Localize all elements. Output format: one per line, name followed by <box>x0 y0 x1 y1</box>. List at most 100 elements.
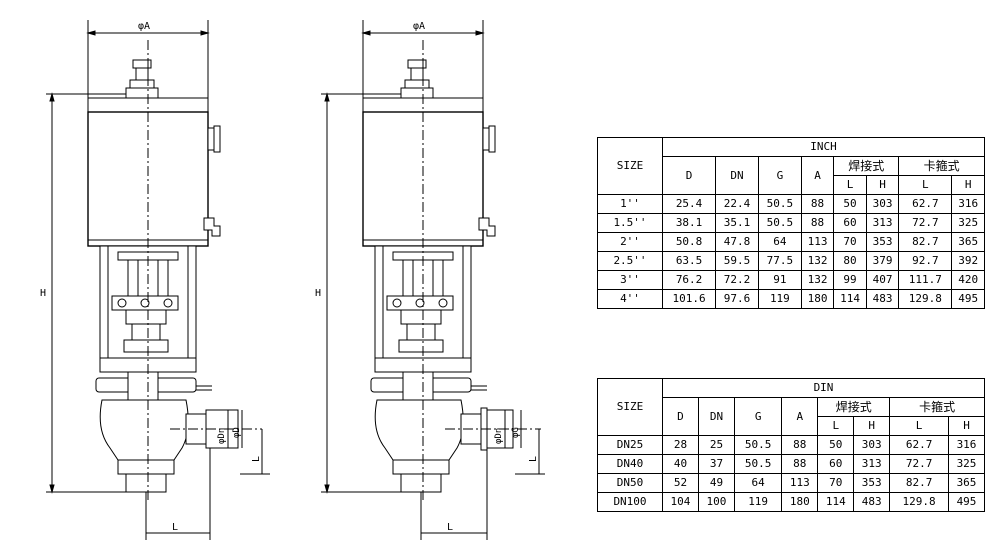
value-cell: 379 <box>865 251 900 271</box>
value-cell: 91 <box>757 270 802 290</box>
value-cell: 25 <box>697 435 735 455</box>
value-cell: 82.7 <box>898 232 953 252</box>
dim-phi-dn: φDn <box>494 428 504 444</box>
value-cell: 59.5 <box>715 251 759 271</box>
dim-l-horizontal: L <box>172 522 178 533</box>
value-cell: 113 <box>800 232 835 252</box>
weld-header: 焊接式 <box>817 397 891 417</box>
value-cell: 495 <box>951 289 985 309</box>
size-cell: 3'' <box>597 270 663 290</box>
value-cell: 62.7 <box>898 194 953 214</box>
value-cell: 49 <box>697 473 735 493</box>
value-cell: 28 <box>662 435 699 455</box>
value-cell: 313 <box>853 454 891 474</box>
value-cell: 62.7 <box>889 435 950 455</box>
value-cell: 52 <box>662 473 699 493</box>
weld-header: 焊接式 <box>833 156 900 176</box>
value-cell: 50.5 <box>757 213 802 233</box>
sub-header: H <box>865 175 900 195</box>
col-header: D <box>662 397 699 436</box>
value-cell: 60 <box>817 454 855 474</box>
value-cell: 97.6 <box>715 289 759 309</box>
col-header: A <box>781 397 819 436</box>
size-cell: 2'' <box>597 232 663 252</box>
value-cell: 92.7 <box>898 251 953 271</box>
col-header: D <box>661 156 717 195</box>
value-cell: 77.5 <box>757 251 802 271</box>
dim-phi-d: φD <box>232 427 242 438</box>
value-cell: 365 <box>951 232 985 252</box>
value-cell: 365 <box>948 473 985 493</box>
value-cell: 483 <box>865 289 900 309</box>
value-cell: 64 <box>733 473 783 493</box>
sub-header: L <box>898 175 953 195</box>
value-cell: 64 <box>757 232 802 252</box>
value-cell: 70 <box>833 232 867 252</box>
value-cell: 316 <box>948 435 985 455</box>
sub-header: H <box>948 416 985 436</box>
group-header: INCH <box>662 137 985 157</box>
size-cell: DN100 <box>597 492 663 512</box>
value-cell: 392 <box>951 251 985 271</box>
dim-phi-g: φG <box>511 427 521 438</box>
value-cell: 119 <box>757 289 802 309</box>
value-cell: 70 <box>817 473 855 493</box>
value-cell: 72.7 <box>889 454 950 474</box>
value-cell: 180 <box>781 492 819 512</box>
value-cell: 104 <box>662 492 699 512</box>
sub-header: L <box>833 175 867 195</box>
size-cell: 1.5'' <box>597 213 663 233</box>
value-cell: 119 <box>733 492 783 512</box>
size-header: SIZE <box>597 378 663 436</box>
sub-header: H <box>853 416 891 436</box>
valve-left: φA <box>40 20 270 540</box>
dim-l-horizontal: L <box>447 522 453 533</box>
value-cell: 132 <box>800 251 835 271</box>
value-cell: 114 <box>833 289 867 309</box>
col-header: G <box>733 397 783 436</box>
sub-header: L <box>817 416 855 436</box>
col-header: DN <box>715 156 759 195</box>
value-cell: 495 <box>948 492 985 512</box>
value-cell: 303 <box>853 435 891 455</box>
value-cell: 25.4 <box>661 194 717 214</box>
value-cell: 72.7 <box>898 213 953 233</box>
value-cell: 420 <box>951 270 985 290</box>
size-cell: 4'' <box>597 289 663 309</box>
value-cell: 111.7 <box>898 270 953 290</box>
value-cell: 101.6 <box>661 289 717 309</box>
value-cell: 88 <box>781 454 819 474</box>
value-cell: 22.4 <box>715 194 759 214</box>
value-cell: 35.1 <box>715 213 759 233</box>
value-cell: 129.8 <box>898 289 953 309</box>
value-cell: 88 <box>800 213 835 233</box>
value-cell: 407 <box>865 270 900 290</box>
size-cell: 2.5'' <box>597 251 663 271</box>
value-cell: 72.2 <box>715 270 759 290</box>
value-cell: 353 <box>853 473 891 493</box>
dim-phi-a: φA <box>413 21 425 32</box>
value-cell: 483 <box>853 492 891 512</box>
dim-phi-a: φA <box>138 21 150 32</box>
value-cell: 114 <box>817 492 855 512</box>
value-cell: 100 <box>697 492 735 512</box>
dim-l-vertical: L <box>251 456 262 462</box>
value-cell: 50.5 <box>733 435 783 455</box>
value-cell: 50.5 <box>733 454 783 474</box>
size-cell: DN25 <box>597 435 663 455</box>
value-cell: 37 <box>697 454 735 474</box>
col-header: G <box>757 156 802 195</box>
value-cell: 60 <box>833 213 867 233</box>
col-header: DN <box>697 397 735 436</box>
sub-header: H <box>951 175 985 195</box>
